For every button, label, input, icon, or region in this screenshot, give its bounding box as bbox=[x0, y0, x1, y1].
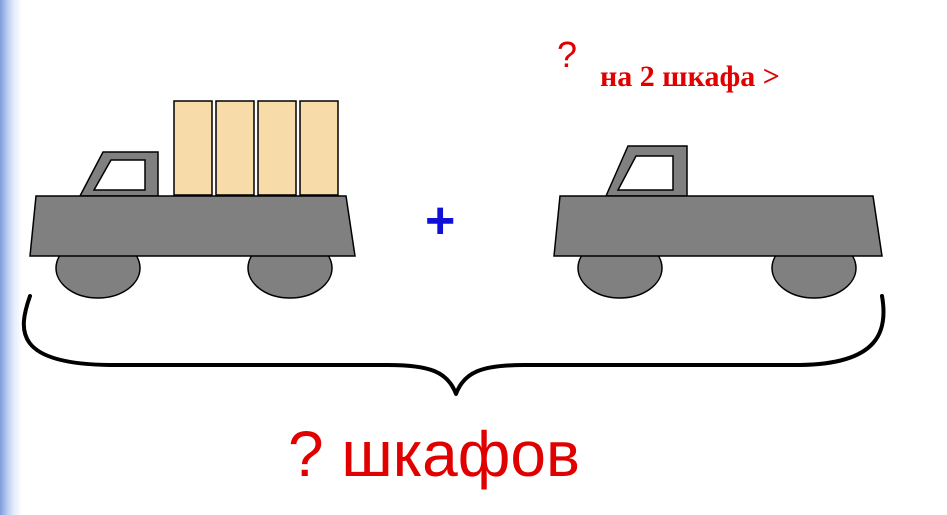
truck-body bbox=[553, 195, 883, 257]
cab-window bbox=[92, 159, 146, 191]
cargo-boxes bbox=[173, 100, 339, 196]
cargo-box bbox=[257, 100, 297, 196]
curly-brace bbox=[21, 294, 886, 396]
truck-empty bbox=[553, 145, 883, 299]
question-mark-top: ? bbox=[557, 34, 578, 75]
total-question-label: ? шкафов bbox=[288, 418, 580, 490]
cargo-box bbox=[215, 100, 255, 196]
truck-loaded bbox=[29, 100, 356, 299]
cargo-box bbox=[299, 100, 339, 196]
truck-body bbox=[29, 195, 356, 257]
cargo-box bbox=[173, 100, 213, 196]
comparison-label: на 2 шкафа > bbox=[600, 60, 780, 93]
plus-sign: + bbox=[425, 192, 456, 250]
cab-window bbox=[616, 155, 674, 191]
